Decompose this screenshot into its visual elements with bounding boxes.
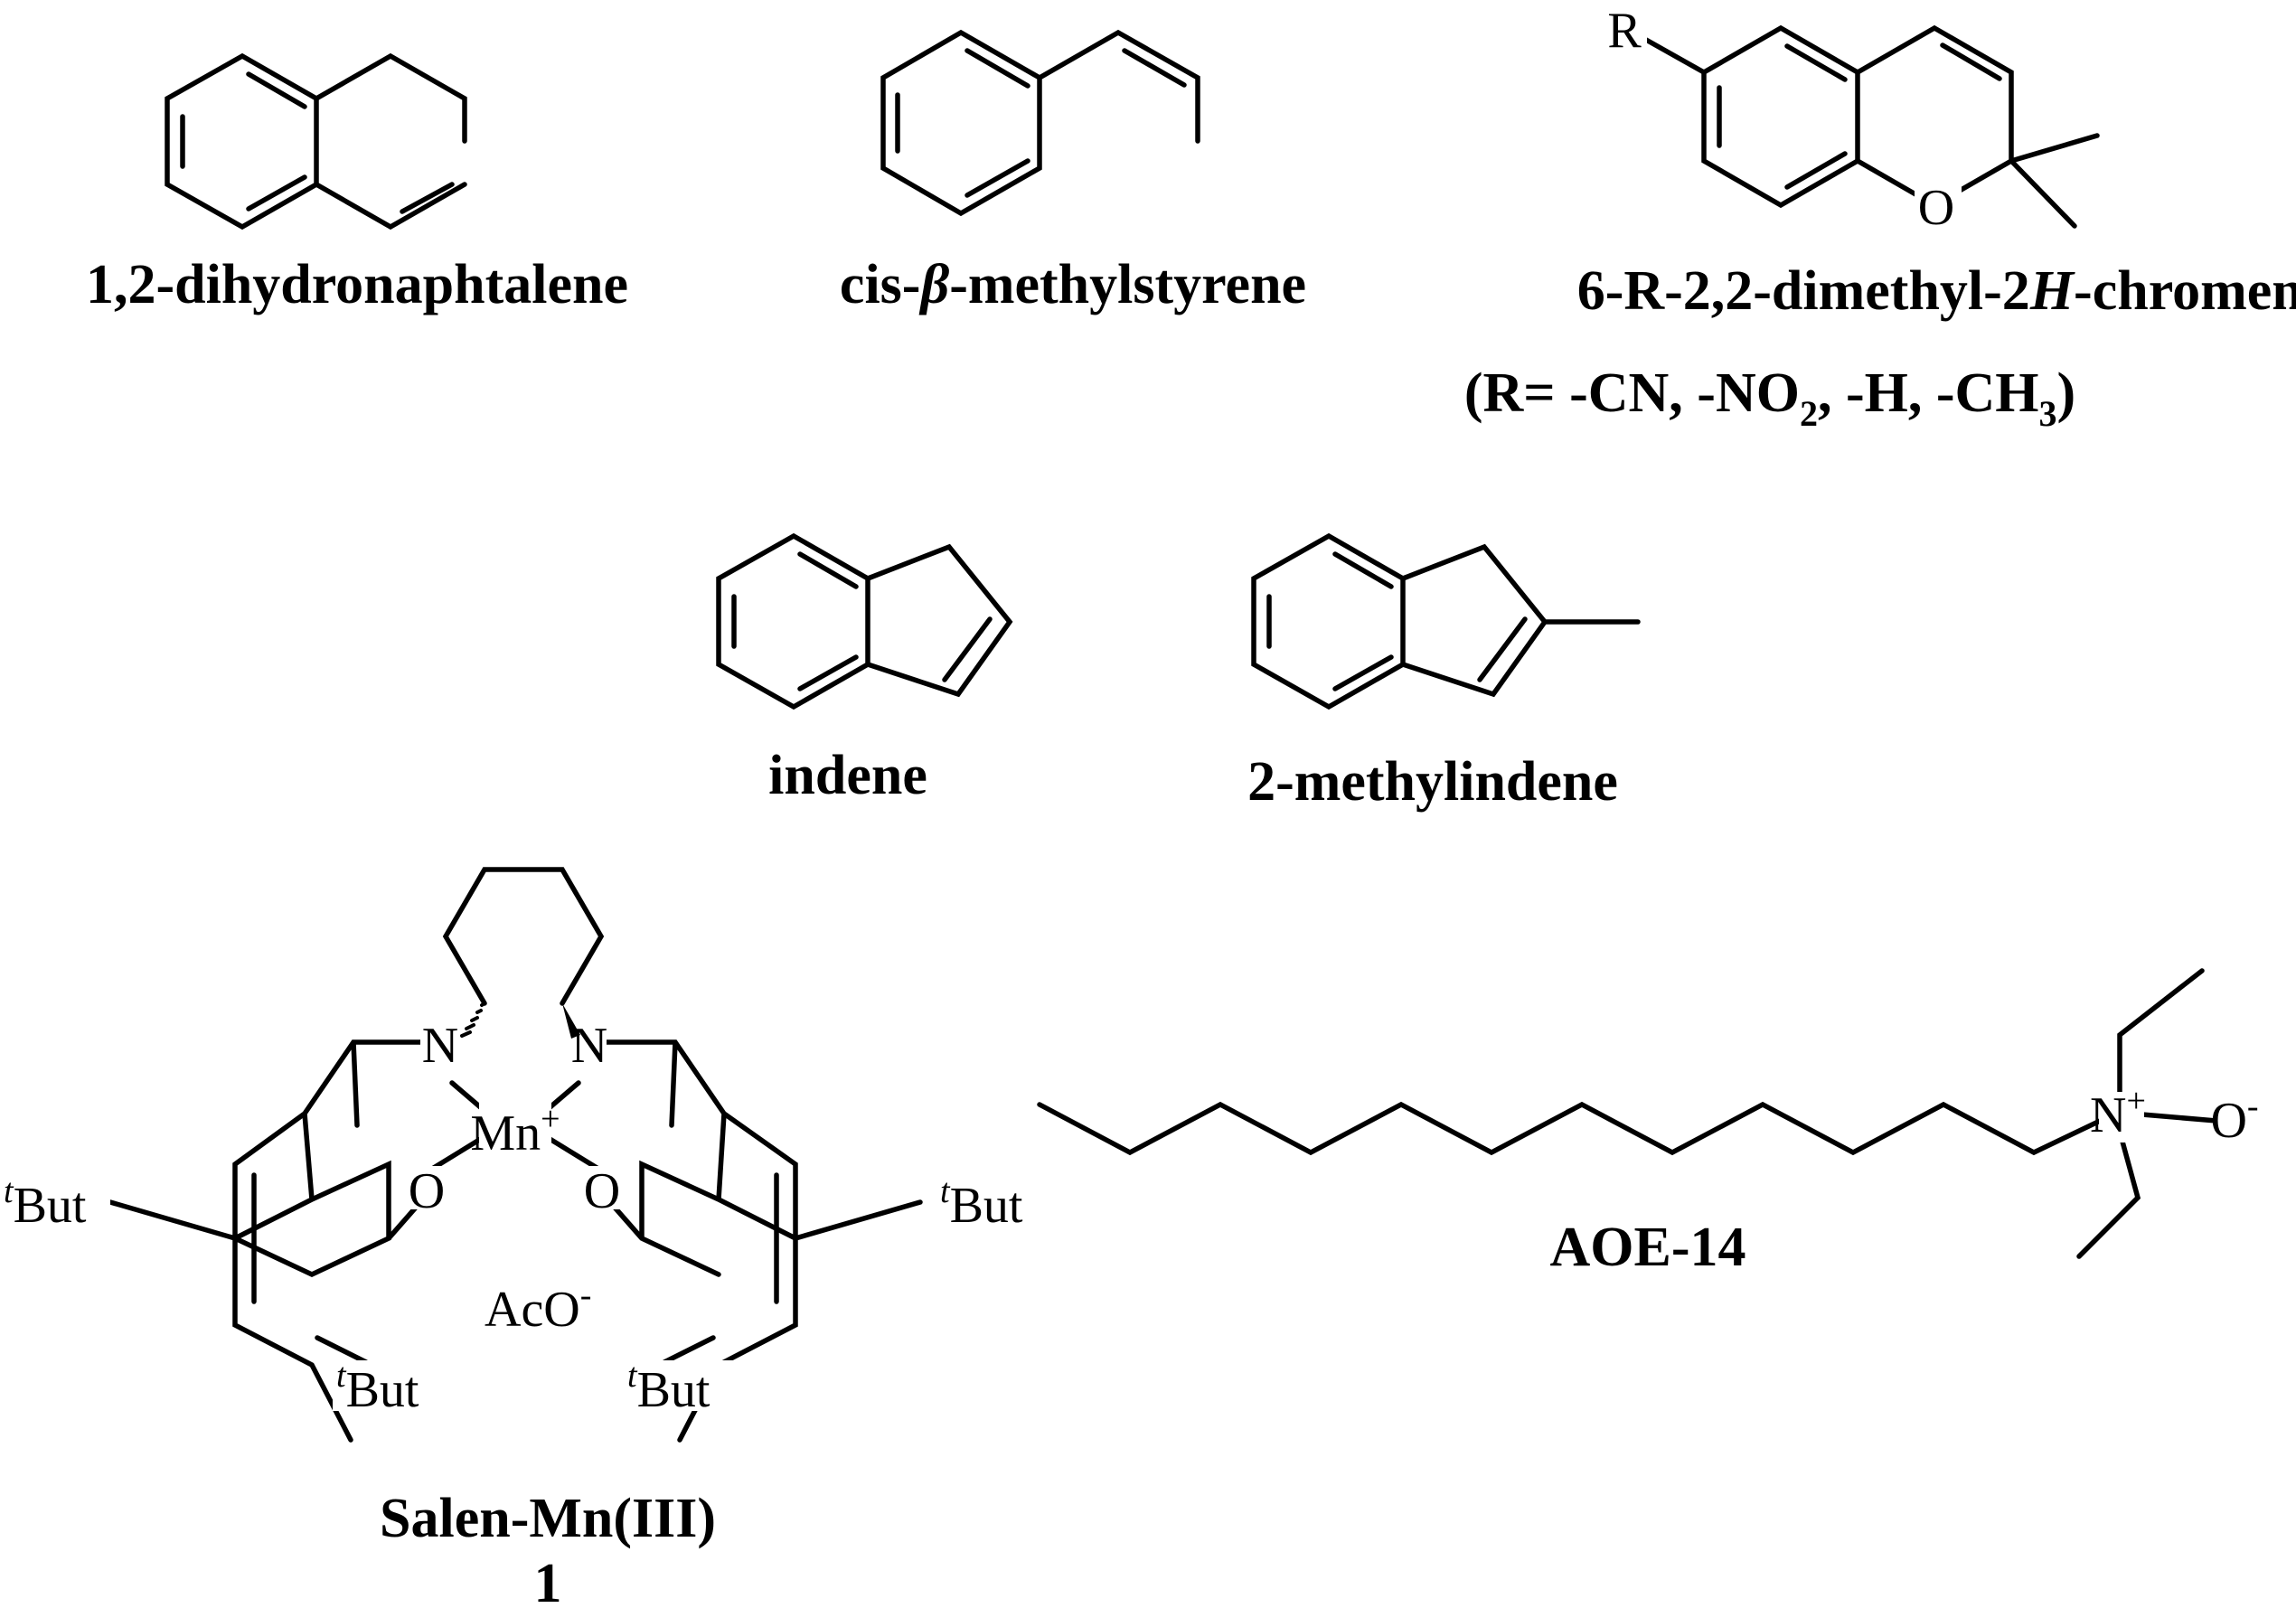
wedge-bond <box>562 1003 580 1039</box>
chromene-r-label: R <box>1607 3 1642 59</box>
salen-mn-structure <box>108 867 923 1443</box>
chromene-oxygen-label: O <box>1918 180 1954 236</box>
dihydronaphthalene-name: 1,2-dihydronaphtalene <box>86 254 628 315</box>
indene-structure <box>716 532 1013 710</box>
salen-number: 1 <box>534 1553 562 1608</box>
indene-name: indene <box>768 745 927 806</box>
methylindene-name: 2-methylindene <box>1247 751 1618 813</box>
salen-counterion: AcO- <box>485 1276 591 1338</box>
salen-tbu-right: tBut <box>940 1172 1023 1234</box>
chromene-substituents: (R= -CN, -NO2, -H, -CH3) <box>1464 362 2075 434</box>
salen-n-right: N <box>571 1018 607 1074</box>
salen-tbu-bottom-left: tBut <box>336 1357 419 1418</box>
aoe14-name: AOE-14 <box>1550 1217 1746 1278</box>
methylstyrene-structure <box>880 29 1200 217</box>
salen-mn-center: Mn+ <box>470 1100 560 1161</box>
salen-o-left: O <box>409 1163 445 1219</box>
aoe14-nitrogen: N+ <box>2090 1082 2146 1143</box>
salen-tbu-left: tBut <box>4 1172 87 1234</box>
methylindene-structure <box>1251 532 1641 710</box>
hash-bond <box>460 1001 486 1038</box>
methylstyrene-name: cis-β-methylstyrene <box>840 254 1306 315</box>
salen-o-right: O <box>584 1163 620 1219</box>
dihydronaphthalene-structure <box>165 52 467 230</box>
aoe14-structure <box>1037 968 2219 1259</box>
chromene-structure <box>1629 24 2100 229</box>
salen-tbu-bottom-right: tBut <box>627 1357 710 1418</box>
salen-n-left: N <box>422 1018 458 1074</box>
salen-name: Salen-Mn(III) <box>380 1488 716 1549</box>
aoe14-oxygen: O- <box>2210 1087 2258 1149</box>
chromene-name: 6-R-2,2-dimethyl-2H-chromene <box>1577 260 2296 322</box>
